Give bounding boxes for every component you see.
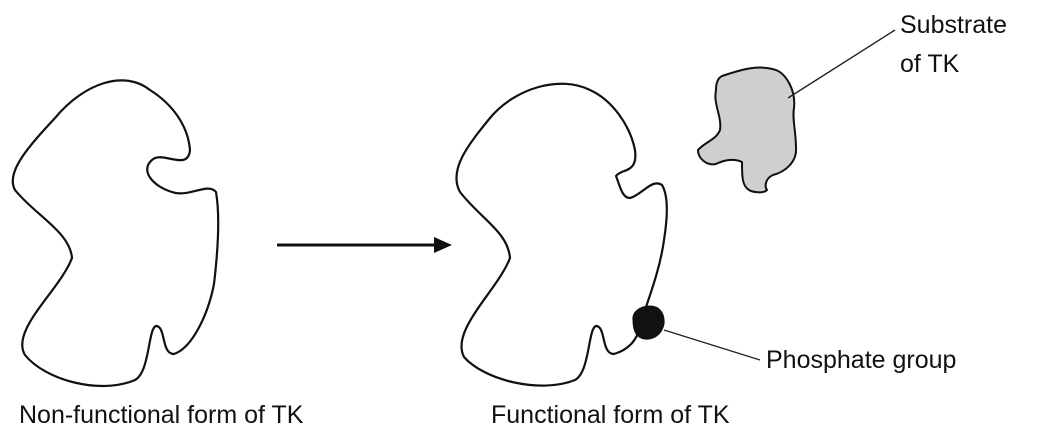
non-functional-label: Non-functional form of TK	[19, 401, 304, 429]
substrate-of-tk-shape	[697, 66, 798, 194]
phosphate-group-label: Phosphate group	[766, 346, 956, 374]
functional-tk-protein	[455, 82, 668, 387]
substrate-label-line2: of TK	[900, 50, 960, 78]
phosphate-leader-line	[663, 329, 761, 361]
functional-label: Functional form of TK	[491, 401, 730, 429]
phosphate-group-blob	[632, 305, 665, 340]
transition-arrow-head	[434, 237, 452, 253]
non-functional-tk-protein	[11, 79, 220, 388]
substrate-label-line1: Substrate	[900, 11, 1007, 39]
substrate-leader-line	[787, 29, 896, 99]
